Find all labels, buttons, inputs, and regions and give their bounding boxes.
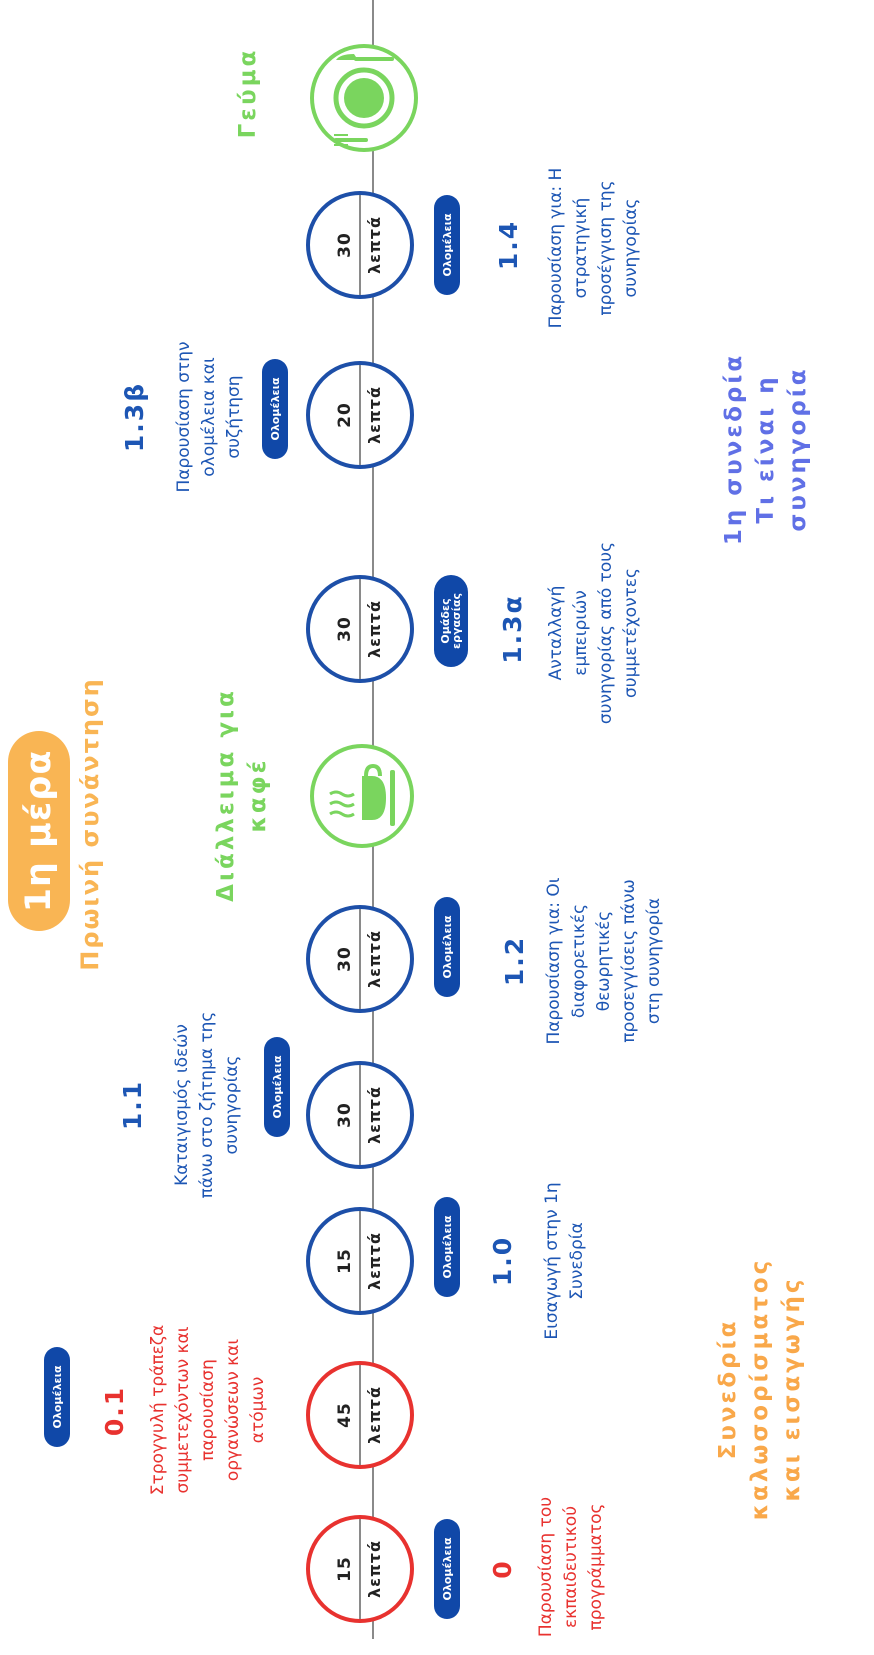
session-1-0-mode-pill: Ολομέλεια [434, 1197, 460, 1297]
coffee-cup-icon [329, 763, 395, 826]
session-1-3b-duration-circle: 20 λεπτά [306, 361, 414, 469]
session-0-description: Παρουσίαση του εκπαιδευτικού προγράμματο… [536, 1496, 606, 1638]
day-badge: 1η μέρα [8, 731, 70, 931]
session-1-4-duration-circle: 30 λεπτά [306, 191, 414, 299]
circle-divider [359, 1519, 361, 1619]
session-1-2-unit: λεπτά [365, 930, 384, 988]
session-1-2-mode-pill: Ολομέλεια [434, 897, 460, 997]
session-1-3b-minutes: 20 [335, 402, 355, 428]
circle-divider [359, 909, 361, 1009]
session-1-1-number: 1.1 [118, 1079, 147, 1131]
session-1-0-unit: λεπτά [365, 1232, 384, 1290]
session-1-3b-unit: λεπτά [365, 386, 384, 444]
session-1-0-duration-circle: 15 λεπτά [306, 1207, 414, 1315]
session-0-1-mode-pill: Ολομέλεια [44, 1347, 70, 1447]
session-1-2-number: 1.2 [500, 935, 529, 987]
session-1-2-minutes: 30 [335, 946, 355, 972]
circle-divider [359, 365, 361, 465]
session-1-3a-number: 1.3α [498, 594, 527, 664]
circle-divider [359, 1365, 361, 1465]
session-1-4-unit: λεπτά [365, 216, 384, 274]
circle-divider [359, 195, 361, 295]
session-1-1-description: Καταιγισμός ιδεών πάνω στο ζήτημα της συ… [172, 1011, 242, 1199]
session-0-1-number: 0.1 [100, 1385, 129, 1437]
session-1-4-minutes: 30 [335, 232, 355, 258]
session-1-3a-minutes: 30 [335, 616, 355, 642]
session-0-1-duration-circle: 45 λεπτά [306, 1361, 414, 1469]
session-1-3a-mode-pill: Ομάδες εργασίας [434, 575, 468, 667]
plate-fork-knife-icon [333, 54, 395, 146]
session-1-1-unit: λεπτά [365, 1086, 384, 1144]
session-1-0-minutes: 15 [335, 1248, 355, 1274]
session-0-1-unit: λεπτά [365, 1386, 384, 1444]
session-1-2-duration-circle: 30 λεπτά [306, 905, 414, 1013]
session-0-mode-pill: Ολομέλεια [434, 1519, 460, 1619]
session-1-1-minutes: 30 [335, 1102, 355, 1128]
lunch-label: Γεύμα [235, 47, 261, 139]
session-1-2-description: Παρουσίαση για: Οι διαφορετικές θεωρητικ… [544, 877, 664, 1045]
circle-divider [359, 579, 361, 679]
session-0-minutes: 15 [335, 1556, 355, 1582]
session-0-number: 0 [488, 1559, 517, 1579]
session-1-4-number: 1.4 [494, 219, 523, 271]
session-1-3a-unit: λεπτά [365, 600, 384, 658]
session-1-3b-mode-pill: Ολομέλεια [262, 359, 288, 459]
session-0-unit: λεπτά [365, 1540, 384, 1598]
coffee-break-label: Διάλλειμα για καφέ [213, 688, 271, 902]
session-1-3b-number: 1.3β [120, 381, 149, 453]
session-1-3a-duration-circle: 30 λεπτά [306, 575, 414, 683]
session-1-3a-description: Ανταλλαγή εμπειριών συνηγορίας από τους … [546, 541, 641, 725]
coffee-break-circle [310, 744, 414, 848]
lunch-circle [310, 44, 418, 152]
intro-session-title: Συνεδρία καλωσορίσματος και εισαγωγής [715, 1257, 805, 1521]
session-1-1-mode-pill: Ολομέλεια [264, 1037, 290, 1137]
session-1-0-description: Εισαγωγή στην 1η Συνεδρία [542, 1182, 587, 1340]
circle-divider [359, 1065, 361, 1165]
session-1-0-number: 1.0 [488, 1235, 517, 1287]
circle-divider [359, 1211, 361, 1311]
session-1-1-duration-circle: 30 λεπτά [306, 1061, 414, 1169]
morning-meeting-subtitle: Πρωινή συνάντηση [76, 677, 104, 971]
session-1-3b-description: Παρουσίαση στην ολομέλεια και συζήτηση [174, 341, 244, 493]
session-1-4-description: Παρουσίαση για: Η στρατηγική προσέγγιση … [546, 167, 641, 329]
session-0-1-description: Στρογγυλή τράπεζα συμμετεχόντων και παρο… [148, 1324, 268, 1496]
session-1-4-mode-pill: Ολομέλεια [434, 195, 460, 295]
session-0-1-minutes: 45 [335, 1402, 355, 1428]
session-0-duration-circle: 15 λεπτά [306, 1515, 414, 1623]
session-1-title: 1η συνεδρία Τι είναι η συνηγορία [721, 352, 811, 546]
